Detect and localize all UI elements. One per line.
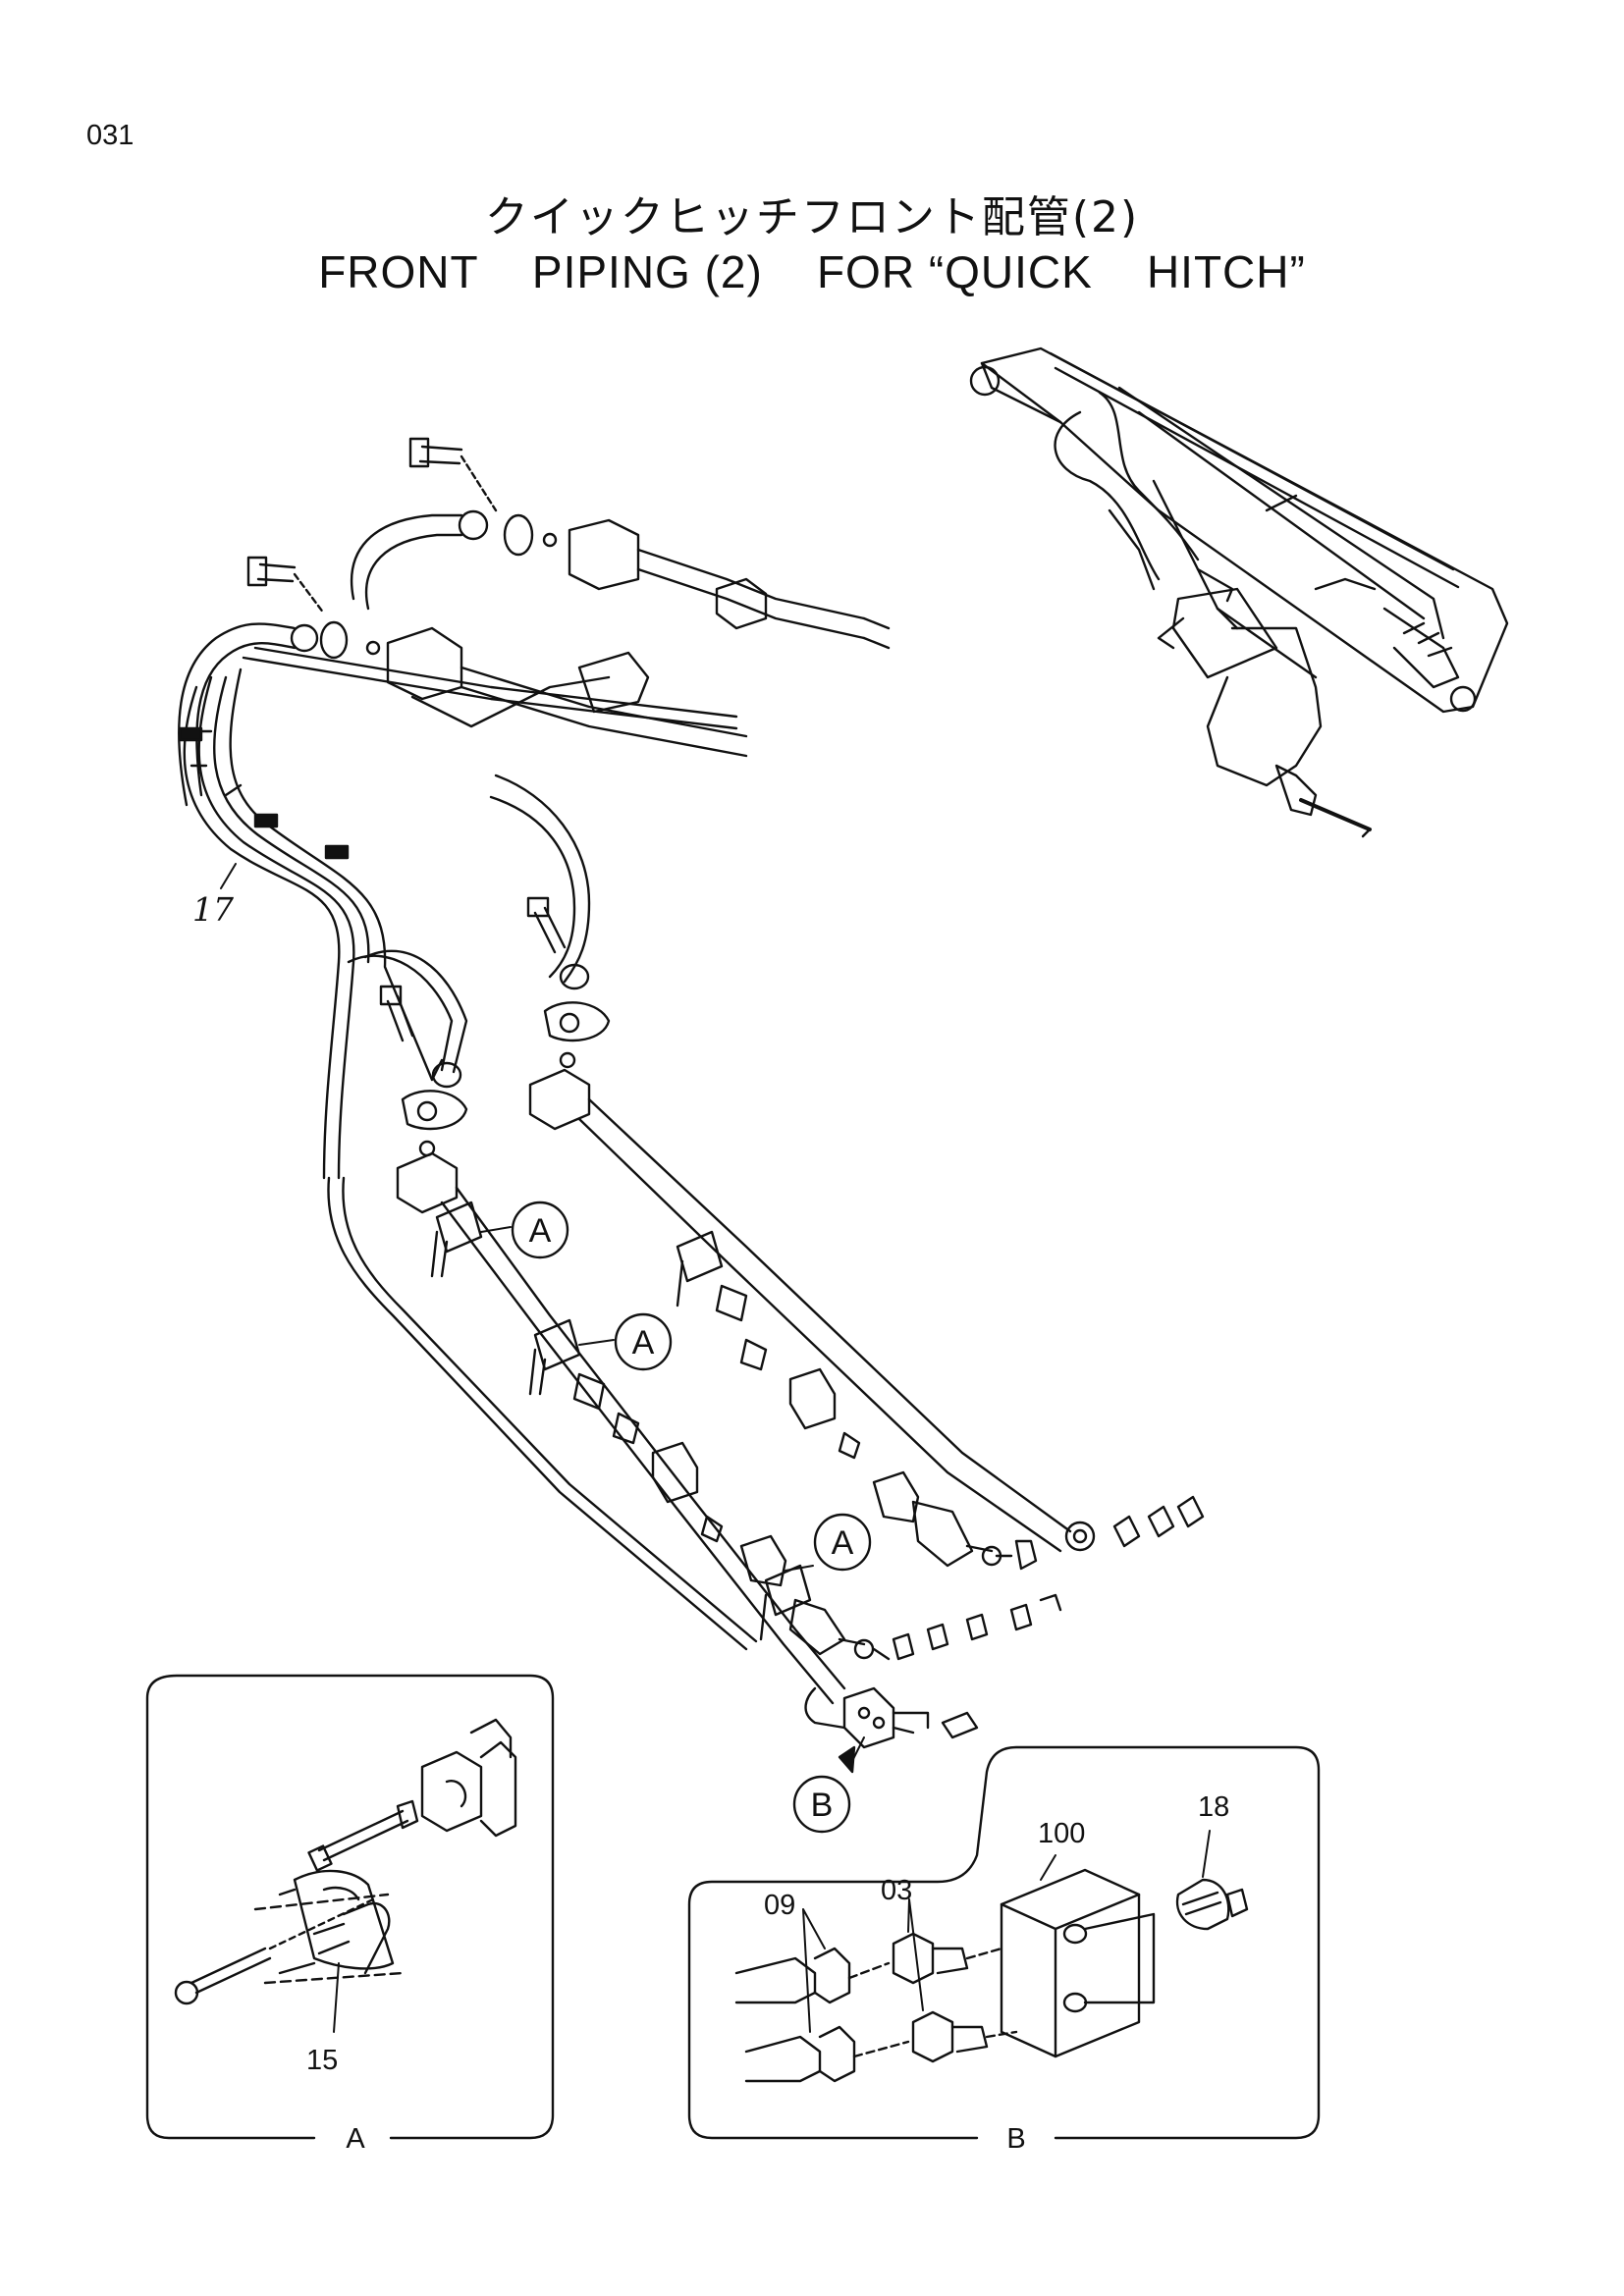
excavator-overview-illustration xyxy=(969,347,1509,838)
detail-marker-b-label: B xyxy=(811,1787,834,1824)
view-label-b: B xyxy=(1006,2123,1025,2155)
title-english: FRONT PIPING (2) FOR “QUICK HITCH” xyxy=(318,246,1306,297)
callout-09: 09 xyxy=(764,1890,795,1921)
callout-17: 17 xyxy=(192,890,234,929)
detail-marker-a-3-label: A xyxy=(832,1524,854,1562)
detail-marker-a-2-label: A xyxy=(632,1324,655,1362)
page-number: 031 xyxy=(86,120,135,151)
main-piping-assembly xyxy=(178,437,1205,1774)
detail-marker-a-1 xyxy=(511,1201,569,1259)
detail-view-b xyxy=(687,1745,1321,2140)
view-label-a: A xyxy=(346,2123,365,2155)
title-japanese: クイックヒッチフロント配管(2) xyxy=(484,192,1140,242)
detail-marker-a-3 xyxy=(813,1513,872,1572)
detail-view-a xyxy=(145,1674,555,2140)
callout-15: 15 xyxy=(306,2045,338,2076)
detail-marker-b xyxy=(792,1775,851,1834)
detail-marker-a-1-label: A xyxy=(529,1212,552,1250)
callout-18: 18 xyxy=(1198,1791,1229,1823)
callout-03: 03 xyxy=(881,1875,912,1906)
callout-100: 100 xyxy=(1038,1818,1085,1849)
detail-marker-a-2 xyxy=(614,1312,673,1371)
